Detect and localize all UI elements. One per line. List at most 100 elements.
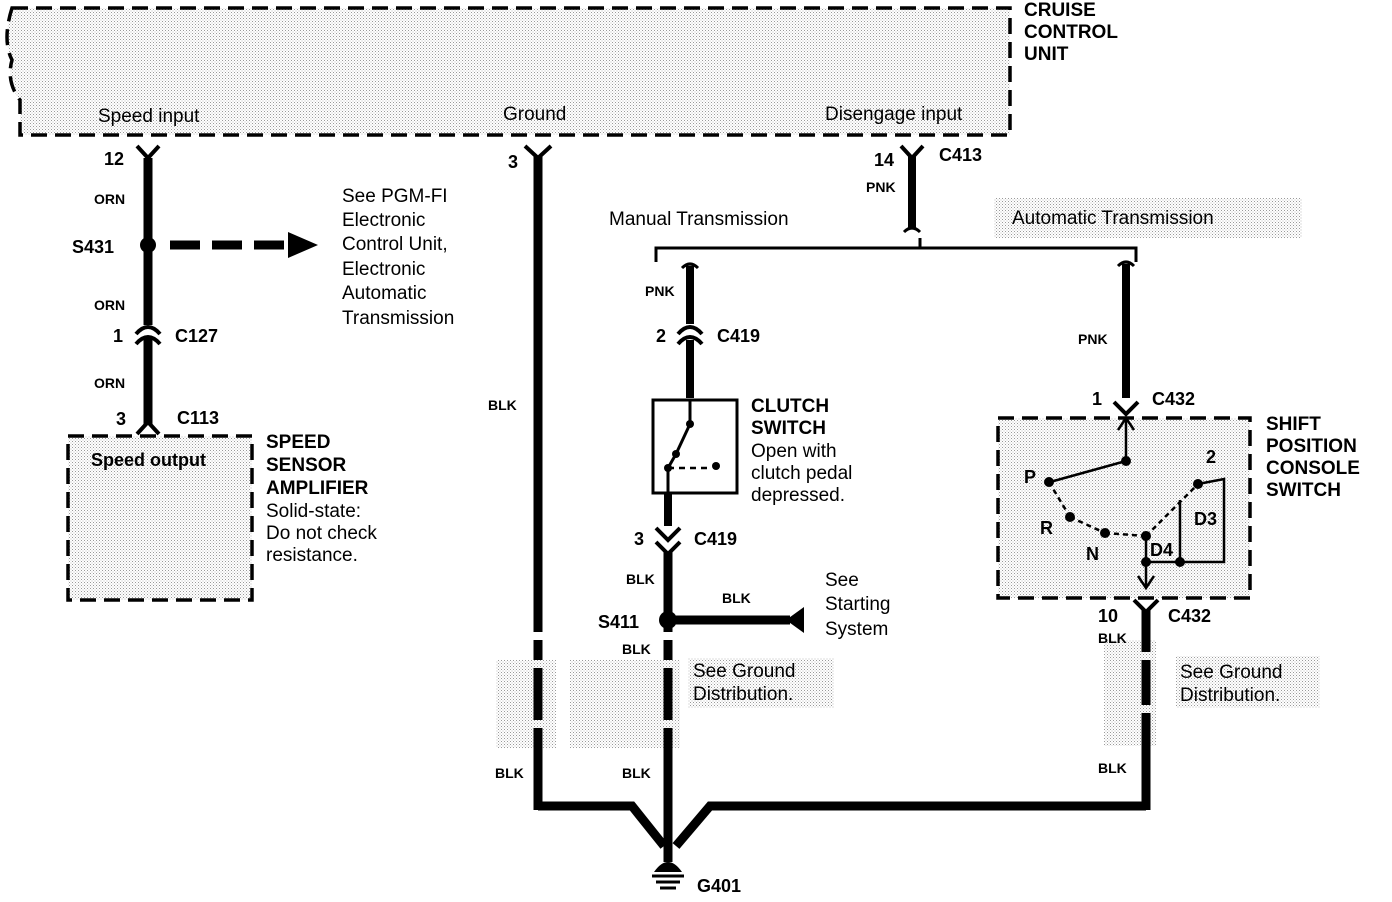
pin-1-label: 1 (113, 326, 123, 346)
clutch-wire-blk-label-1: BLK (626, 571, 655, 587)
shift-see-ground-bg (1176, 656, 1320, 708)
disengage-input-label: Disengage input (825, 104, 963, 125)
pin-12-label: 12 (104, 149, 124, 169)
connector-c413-label: C413 (939, 145, 982, 165)
shift-switch-contacts (1044, 415, 1226, 591)
shift-position-console-switch-box (996, 416, 1252, 600)
speed-sensor-note-line-1: Solid-state: (266, 501, 361, 522)
position-p-label: P (1024, 467, 1036, 487)
ground-bus (538, 801, 1146, 862)
shift-see-ground-line-2: Distribution. (1180, 685, 1280, 706)
connector-c127-label: C127 (175, 326, 218, 346)
see-pgm-fi-line-4: Electronic (342, 259, 425, 280)
clutch-switch-title-line-2: SWITCH (751, 418, 826, 439)
ground-g401-label: G401 (697, 876, 741, 896)
speed-sensor-title-line-1: SPEED (266, 432, 330, 453)
wire-orn-label-2: ORN (94, 297, 125, 313)
see-starting-line-3: System (825, 619, 888, 640)
cruise-unit-title-line-2: CONTROL (1024, 22, 1118, 43)
splice-s431-dot (140, 237, 156, 253)
see-pgm-fi-line-5: Automatic (342, 283, 426, 304)
shift-pin-1-label: 1 (1092, 389, 1102, 409)
disengage-wire-pnk-label: PNK (866, 179, 896, 195)
ground-wire-blk (523, 144, 553, 810)
connector-c113-label: C113 (177, 408, 219, 428)
see-pgm-fi-line-3: Control Unit, (342, 234, 448, 255)
disengage-wire-pnk (654, 144, 1138, 262)
splice-s411-label: S411 (598, 612, 639, 632)
clutch-switch-note-line-1: Open with (751, 441, 837, 462)
shift-wire (1112, 260, 1140, 417)
clutch-wire-blk-label-3: BLK (622, 765, 651, 781)
clutch-see-ground-bg (688, 658, 834, 708)
ground-pin-3-label: 3 (508, 152, 518, 172)
see-pgm-fi-line-2: Electronic (342, 210, 425, 231)
connector-c419-top-label: C419 (717, 326, 760, 346)
position-n-label: N (1086, 544, 1099, 564)
clutch-wire-blk-label-2: BLK (622, 641, 651, 657)
s431-dashed-arrow (170, 232, 318, 258)
clutch-switch-note-line-2: clutch pedal (751, 463, 852, 484)
clutch-switch-note-line-3: depressed. (751, 485, 845, 506)
speed-sensor-note-line-2: Do not check (266, 523, 377, 544)
splice-s431-label: S431 (72, 237, 114, 257)
speed-sensor-title-line-3: AMPLIFIER (266, 478, 369, 499)
clutch-wire-pnk-label: PNK (645, 283, 675, 299)
clutch-switch-box (651, 398, 739, 495)
wire-orn-label-1: ORN (94, 191, 125, 207)
see-starting-line-1: See (825, 570, 859, 591)
shift-switch-title-line-2: POSITION (1266, 436, 1357, 457)
cruise-unit-title-line-1: CRUISE (1024, 0, 1096, 21)
speed-sensor-note-line-3: resistance. (266, 545, 358, 566)
ground-wire-blk-label-2: BLK (495, 765, 524, 781)
clutch-see-ground-line-1: See Ground (693, 661, 795, 682)
wire-orn-label-3: ORN (94, 375, 125, 391)
cruise-control-unit-box (5, 6, 1012, 137)
ground-wire-blk-label-1: BLK (488, 397, 517, 413)
speed-input-label: Speed input (98, 106, 200, 127)
automatic-transmission-label-bg (994, 198, 1302, 238)
shift-switch-title-line-1: SHIFT (1266, 414, 1321, 435)
ground-label: Ground (503, 104, 566, 125)
clutch-switch-contacts (664, 400, 720, 493)
pin-14-label: 14 (874, 150, 894, 170)
shift-pin-10-label: 10 (1098, 606, 1118, 626)
connector-c419-bottom-label: C419 (694, 529, 737, 549)
clutch-switch-title-line-1: CLUTCH (751, 396, 829, 417)
splice-s411-dot (659, 611, 677, 629)
clutch-see-ground-line-2: Distribution. (693, 684, 793, 705)
manual-transmission-label: Manual Transmission (609, 209, 789, 230)
speed-output-label: Speed output (91, 450, 206, 470)
see-pgm-fi-line-1: See PGM-FI (342, 186, 448, 207)
position-2-label: 2 (1206, 447, 1216, 467)
connector-c432-top-label: C432 (1152, 389, 1195, 409)
clutch-pin-3-label: 3 (634, 529, 644, 549)
clutch-pin-2-label: 2 (656, 326, 666, 346)
speed-sensor-amplifier-box (66, 434, 254, 602)
connector-c432-bottom-label: C432 (1168, 606, 1211, 626)
clutch-ground-shading (570, 660, 680, 748)
shift-ground-wire (1132, 598, 1160, 810)
speed-wire-orn (134, 144, 162, 436)
shift-switch-title-line-4: SWITCH (1266, 480, 1341, 501)
speed-sensor-title-line-2: SENSOR (266, 455, 347, 476)
clutch-wire (654, 262, 704, 842)
ground-symbol-icon (652, 862, 684, 890)
position-r-label: R (1040, 518, 1053, 538)
shift-see-ground-line-1: See Ground (1180, 662, 1282, 683)
automatic-transmission-label: Automatic Transmission (1012, 208, 1214, 229)
shift-wire-blk-label-2: BLK (1098, 760, 1127, 776)
cruise-unit-title-line-3: UNIT (1024, 44, 1069, 65)
starting-system-wire (676, 607, 804, 633)
see-starting-line-2: Starting (825, 594, 890, 615)
ground-wire-shading (496, 660, 556, 748)
shift-wire-pnk-label: PNK (1078, 331, 1108, 347)
see-pgm-fi-line-6: Transmission (342, 308, 454, 329)
position-d4-label: D4 (1150, 540, 1173, 560)
starting-wire-blk-label: BLK (722, 590, 751, 606)
pin-3-label: 3 (116, 409, 126, 429)
shift-wire-blk-label-1: BLK (1098, 630, 1127, 646)
position-d3-label: D3 (1194, 509, 1217, 529)
